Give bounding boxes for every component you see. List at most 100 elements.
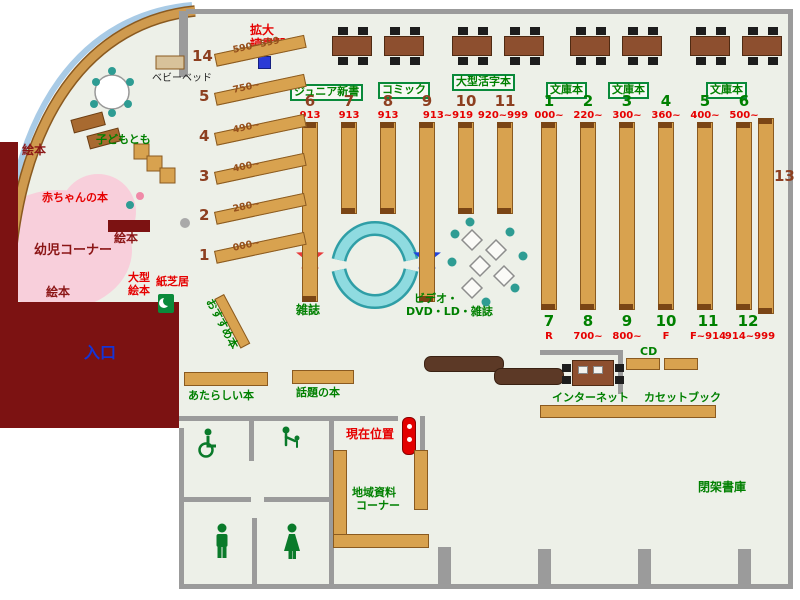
shelf-number: 14 bbox=[192, 47, 213, 65]
bookshelf-video bbox=[419, 122, 435, 302]
shelf-number: 2 bbox=[199, 206, 210, 224]
cassette-books-label: カセットブック bbox=[644, 391, 721, 404]
current-location-marker bbox=[402, 417, 416, 455]
baby-books-label: 赤ちゃんの本 bbox=[42, 191, 108, 204]
picture-books-label: 絵本 bbox=[46, 285, 71, 299]
shelf-range: 914~999 bbox=[724, 331, 776, 342]
local-materials-shelf bbox=[414, 450, 428, 510]
mens-room-icon bbox=[216, 523, 228, 558]
shelf-range: R bbox=[545, 331, 553, 342]
current-location-label: 現在位置 bbox=[346, 427, 395, 441]
video-dvd-label: ビデオ・ DVD・LD・雑誌 bbox=[406, 292, 493, 318]
shelf-number: 10 bbox=[455, 92, 477, 110]
computer-monitor bbox=[578, 366, 588, 374]
toddler-corner-label: 幼児コーナー bbox=[34, 243, 113, 258]
study-tables-cluster bbox=[447, 217, 528, 307]
shelf-number: 5 bbox=[199, 87, 210, 105]
shelf-number: 9 bbox=[621, 312, 633, 330]
shelf-range: 700~ bbox=[573, 331, 603, 342]
section-label-junior-shinsho: ジュニア新書 bbox=[290, 84, 364, 101]
shelf-range: 913 bbox=[299, 110, 321, 121]
baby-bed bbox=[155, 55, 185, 70]
section-label-comic: コミック bbox=[378, 82, 430, 99]
section-label-bunko-3: 文庫本 bbox=[706, 82, 747, 99]
reading-table bbox=[570, 27, 610, 65]
shelf-number: 12 bbox=[737, 312, 759, 330]
wheelchair-icon bbox=[198, 428, 216, 458]
bookshelf bbox=[580, 122, 596, 310]
large-picture-books-label: 大型 絵本 bbox=[128, 271, 150, 297]
entrance-block bbox=[0, 302, 179, 428]
womens-room-icon bbox=[284, 523, 300, 559]
cassette-shelf bbox=[540, 405, 716, 418]
bookshelf bbox=[658, 122, 674, 310]
reading-table bbox=[332, 27, 372, 65]
entrance-label: 入口 bbox=[84, 343, 117, 362]
shelf-number: 1 bbox=[199, 246, 210, 264]
pillar bbox=[180, 218, 190, 228]
shelf-number: 13 bbox=[774, 167, 795, 185]
bookshelf bbox=[541, 122, 557, 310]
section-label-bunko-2: 文庫本 bbox=[608, 82, 649, 99]
service-counter bbox=[424, 356, 504, 372]
outside-curve bbox=[2, 9, 195, 300]
shelf-range: 920~999 bbox=[477, 110, 529, 121]
shelf-number: 6 bbox=[304, 92, 316, 110]
shelf-number: 1 bbox=[543, 92, 555, 110]
section-label-bunko-1: 文庫本 bbox=[546, 82, 587, 99]
shelf-number: 7 bbox=[543, 312, 555, 330]
shelf-range: 360~ bbox=[651, 110, 681, 121]
shelf-range: 500~ bbox=[729, 110, 759, 121]
magnifier-reader-icon bbox=[258, 56, 271, 69]
play-area-pink bbox=[0, 174, 136, 310]
bookshelf-right-wall bbox=[758, 118, 774, 314]
shelf-number: 8 bbox=[582, 312, 594, 330]
outer-walls bbox=[179, 9, 793, 589]
picture-book-wall bbox=[0, 142, 18, 304]
cd-shelf bbox=[626, 358, 660, 370]
shelf-number: 9 bbox=[421, 92, 433, 110]
baby-room-icon bbox=[282, 426, 300, 448]
shelf-number: 4 bbox=[660, 92, 672, 110]
kamishibai-stage-icon bbox=[158, 294, 174, 313]
bookshelf bbox=[619, 122, 635, 310]
shelf-number: 8 bbox=[382, 92, 394, 110]
shelf-range: 913 bbox=[377, 110, 399, 121]
cd-shelf bbox=[664, 358, 698, 370]
bookshelf bbox=[458, 122, 474, 214]
shelf-range: F bbox=[662, 331, 670, 342]
shelf-range: 400~ bbox=[690, 110, 720, 121]
shelf-number: 6 bbox=[738, 92, 750, 110]
children-tables bbox=[70, 55, 185, 209]
bookshelf bbox=[497, 122, 513, 214]
shelf-number: 11 bbox=[494, 92, 516, 110]
local-materials-label: 地域資料 コーナー bbox=[352, 486, 400, 512]
shelf-range: 300~ bbox=[612, 110, 642, 121]
shelf-range: 913~919 bbox=[422, 110, 474, 121]
topic-books-shelf bbox=[292, 370, 354, 384]
shelf-number: 2 bbox=[582, 92, 594, 110]
shelf-range: 913 bbox=[338, 110, 360, 121]
interior-walls bbox=[179, 350, 751, 588]
topic-books-label: 話題の本 bbox=[296, 386, 340, 399]
baby-bed-label: ベビーベッド bbox=[152, 73, 212, 84]
cyan-seating-ring bbox=[331, 221, 419, 309]
shelf-number: 3 bbox=[199, 167, 210, 185]
internet-label: インターネット bbox=[552, 391, 629, 404]
shelf-number: 5 bbox=[699, 92, 711, 110]
shelf-range: F~914 bbox=[689, 331, 727, 342]
reading-table bbox=[690, 27, 730, 65]
reading-table bbox=[504, 27, 544, 65]
new-books-shelf bbox=[184, 372, 268, 386]
reading-table bbox=[742, 27, 782, 65]
picture-books-label: 絵本 bbox=[114, 231, 139, 245]
reading-table bbox=[622, 27, 662, 65]
shelf-range: 220~ bbox=[573, 110, 603, 121]
new-books-label: あたらしい本 bbox=[188, 389, 254, 402]
computer-monitor bbox=[593, 366, 603, 374]
shelf-number: 4 bbox=[199, 127, 210, 145]
shelf-number: 7 bbox=[343, 92, 355, 110]
bookshelf bbox=[736, 122, 752, 310]
shelf-number: 3 bbox=[621, 92, 633, 110]
